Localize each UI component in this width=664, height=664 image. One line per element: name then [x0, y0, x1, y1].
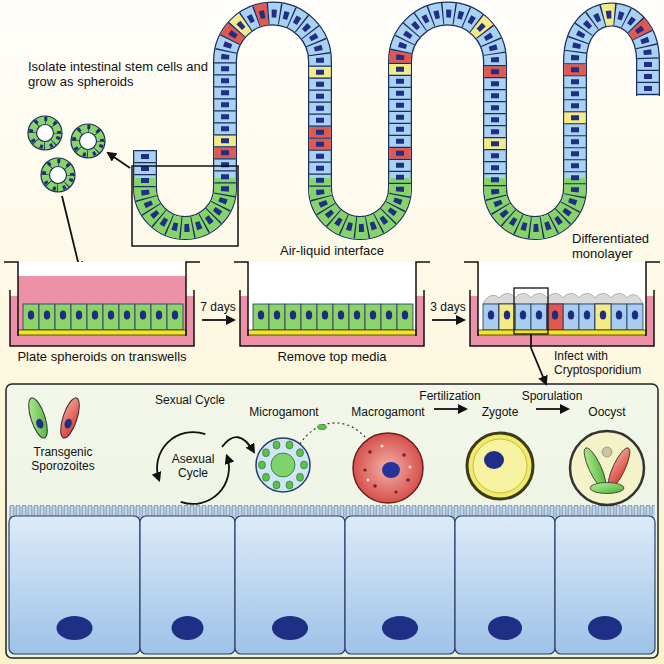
arrow-connector [434, 408, 466, 410]
cycle-arrows [157, 432, 254, 504]
transwell-stage: Air-liquid interfaceRemove top media [234, 244, 432, 368]
red-cells [145, 14, 648, 229]
edge-label: 3 days [430, 301, 465, 315]
transwell-insert [4, 262, 200, 336]
node-label: Microgamont [244, 406, 324, 420]
leader-line [530, 334, 532, 348]
node-label: Differentiated monolayer [572, 232, 658, 262]
spheroid [41, 158, 75, 192]
arrow-connector [432, 319, 464, 321]
parasite-stage: Oocyst [568, 406, 648, 505]
edge-label: 7 days [200, 301, 235, 315]
epithelium-outline [145, 14, 648, 229]
cell-layer [253, 304, 413, 330]
parasite-stage: Macrogamont [344, 406, 434, 503]
node-label: Asexual Cycle [163, 453, 223, 481]
sporozoites [25, 396, 83, 440]
transwell-stage: Plate spheroids on transwells [4, 262, 202, 368]
edge-label: Infect with Cryptosporidium [554, 350, 656, 378]
crypt-box [132, 166, 238, 246]
mucus-layer [483, 294, 643, 305]
microgamont [256, 438, 310, 492]
transwell-insert [464, 262, 660, 336]
parasite-stage: Microgamont [244, 406, 326, 492]
node-label: Transgenic Sporozoites [14, 446, 112, 474]
microgamete [318, 424, 327, 429]
life-cycle-panel: Sexual CycleAsexual Cycle Transgenic Spor… [6, 384, 658, 658]
oocyst [570, 431, 644, 505]
edge-label: Fertilization [419, 390, 480, 404]
node-label: Air-liquid interface [234, 244, 430, 259]
arrow-connector [531, 348, 546, 384]
zygote [467, 433, 533, 499]
microgamete-path [300, 423, 365, 444]
edge-label: Sporulation [522, 390, 583, 404]
transwell [234, 262, 430, 346]
transwell [4, 262, 200, 346]
intestinal-epithelium [145, 14, 648, 229]
panel-ground [6, 384, 658, 658]
red-cells [145, 14, 648, 229]
node-label: Macrogamont [344, 406, 432, 420]
transwell-insert [234, 262, 430, 336]
top-media [18, 276, 186, 330]
spheroid [71, 124, 105, 158]
arrow [108, 153, 130, 168]
arrow-connector [536, 408, 568, 410]
epithelial-cells [145, 14, 648, 229]
node-label: Sexual Cycle [148, 394, 232, 408]
node-label: Plate spheroids on transwells [4, 350, 200, 365]
cell-layer [23, 304, 183, 330]
differentiated-cells [499, 304, 611, 330]
parasite-stage: Transgenic Sporozoites [14, 396, 114, 478]
cell-layer [483, 304, 643, 330]
transwell-stage: Differentiated monolayer [464, 230, 660, 348]
transwell [464, 262, 660, 348]
macrogamont [353, 433, 423, 503]
host-nuclei [57, 616, 623, 640]
node-label: Oocyst [568, 406, 646, 420]
node-label: Remove top media [234, 350, 430, 365]
yellow-cells [145, 14, 648, 229]
annotation: Isolate intestinal stem cells and grow a… [28, 60, 208, 90]
arrow-connector [202, 319, 234, 321]
host-cells [9, 516, 655, 654]
arrow [62, 196, 80, 270]
spheroid [28, 116, 62, 150]
cell-borders [145, 14, 648, 229]
zoom-box [514, 288, 548, 334]
nuclei [145, 14, 648, 229]
parasite-stage: Zygote [466, 406, 536, 499]
node-label: Zygote [466, 406, 534, 420]
